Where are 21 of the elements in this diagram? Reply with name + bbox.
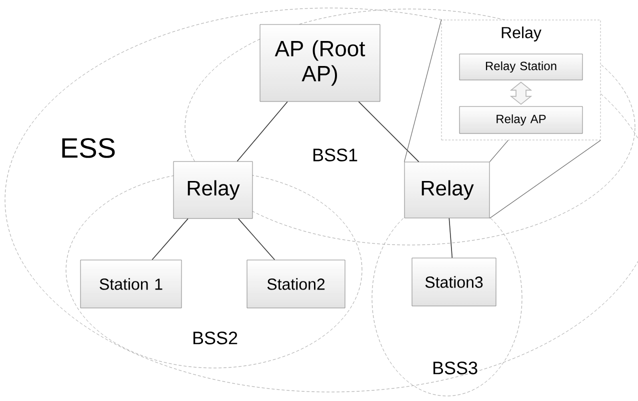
area-label: ESS — [62, 138, 115, 158]
device-box: Station2 — [246, 260, 346, 308]
connector-line — [448, 218, 453, 258]
area-label: BSS2 — [193, 332, 238, 344]
zoom-line — [404, 20, 442, 162]
component-box: Relay AP — [459, 106, 583, 134]
device-box: Relay — [173, 161, 253, 219]
connector-line — [358, 101, 420, 162]
double-arrow — [510, 82, 532, 105]
area-label: BSS1 — [313, 148, 358, 162]
connector-line — [238, 218, 276, 260]
area-label: BSS3 — [433, 362, 478, 374]
connector-line — [152, 218, 188, 260]
component-box: Relay Station — [459, 54, 583, 80]
device-box: Station3 — [412, 258, 496, 306]
device-box: Station 1 — [80, 260, 182, 308]
device-box: AP (Root AP) — [260, 24, 380, 102]
zoom-line — [489, 140, 601, 218]
zoom-line — [489, 140, 509, 162]
connector-line — [236, 101, 288, 162]
device-box: Relay — [404, 162, 490, 218]
